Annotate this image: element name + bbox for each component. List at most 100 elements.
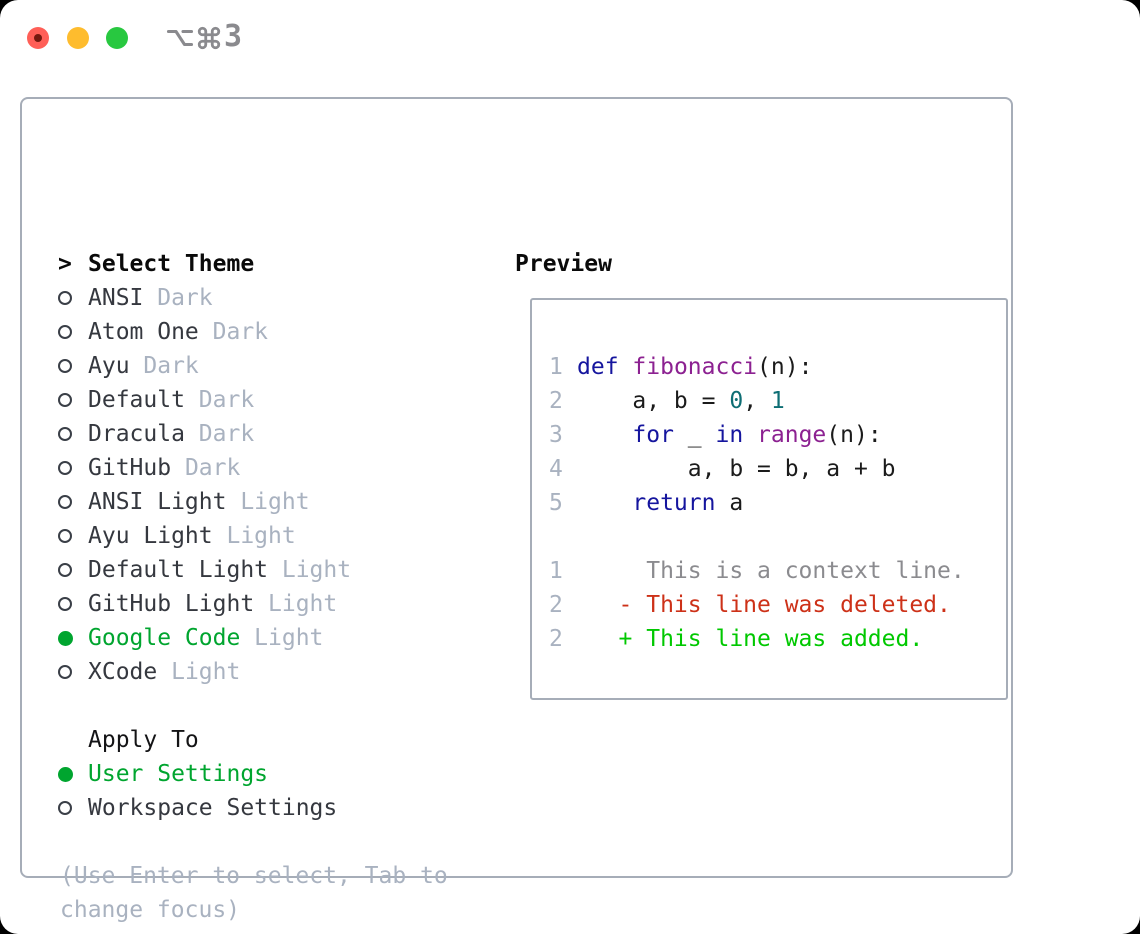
radio-icon <box>58 495 72 509</box>
line-number: 1 <box>549 354 563 380</box>
code-line: 1 This is a context line. <box>549 554 1000 588</box>
line-content: def fibonacci(n): <box>577 354 813 380</box>
theme-variant-label: Light <box>254 625 324 651</box>
theme-label: XCode <box>88 659 158 685</box>
line-content: a, b = 0, 1 <box>577 388 785 414</box>
code-line: 4 a, b = b, a + b <box>549 452 1000 486</box>
theme-label: Google Code <box>88 625 241 651</box>
theme-variant-label: Dark <box>212 319 269 345</box>
theme-option[interactable]: Google Code Light <box>58 621 488 655</box>
theme-label: GitHub Light <box>88 591 255 617</box>
hint-row: change focus) <box>58 893 488 927</box>
keyboard-shortcut: 3 <box>166 19 243 54</box>
theme-list-title: Select Theme <box>88 251 255 277</box>
code-line: 5 return a <box>549 486 1000 520</box>
code-line: 2 a, b = 0, 1 <box>549 384 1000 418</box>
theme-label: Default Light <box>88 557 269 583</box>
hint-row: (Use Enter to select, Tab to <box>58 859 488 893</box>
theme-variant-label: Light <box>226 523 296 549</box>
radio-icon <box>58 291 72 305</box>
theme-option[interactable]: XCode Light <box>58 655 488 689</box>
line-content: for _ in range(n): <box>632 422 882 448</box>
theme-label: Atom One <box>88 319 199 345</box>
radio-icon <box>58 393 72 407</box>
theme-variant-label: Light <box>281 557 352 583</box>
theme-list-header: > Select Theme <box>58 247 488 281</box>
radio-icon <box>58 665 72 679</box>
minimize-button[interactable] <box>66 27 89 49</box>
line-content: This is a context line. <box>577 558 965 584</box>
spacer <box>58 825 488 859</box>
preview-title: Preview <box>515 251 612 277</box>
apply-to-option[interactable]: Workspace Settings <box>58 791 488 825</box>
unsaved-changes-dot <box>34 34 42 42</box>
theme-variant-label: Dark <box>143 353 199 379</box>
theme-option[interactable]: Dracula Dark <box>58 417 488 451</box>
theme-label: GitHub <box>88 455 172 481</box>
theme-label: Ayu <box>88 353 130 379</box>
radio-icon <box>58 597 72 611</box>
theme-label: Dracula <box>88 421 185 447</box>
theme-label: ANSI Light <box>88 489 227 515</box>
line-content: - This line was deleted. <box>577 592 951 618</box>
selected-radio-icon <box>58 766 73 782</box>
cursor-marker: > <box>58 251 72 277</box>
radio-icon <box>58 427 72 441</box>
shortcut-number: 3 <box>224 19 243 54</box>
theme-option[interactable]: Ayu Dark <box>58 349 488 383</box>
line-number: 2 <box>549 388 563 414</box>
theme-variant-label: Dark <box>198 387 255 413</box>
zoom-button[interactable] <box>106 27 128 49</box>
line-number: 3 <box>549 422 563 448</box>
code-line <box>549 520 1000 554</box>
spacer <box>58 689 488 723</box>
command-key-icon <box>197 26 221 50</box>
option-key-icon <box>166 29 194 47</box>
theme-label: Ayu Light <box>88 523 213 549</box>
selected-radio-icon <box>58 630 73 646</box>
radio-icon <box>58 461 72 475</box>
theme-option[interactable]: Ayu Light Light <box>58 519 488 553</box>
code-line: 2 - This line was deleted. <box>549 588 1000 622</box>
apply-to-header: Apply To <box>58 723 488 757</box>
apply-to-label: User Settings <box>88 761 269 787</box>
line-number: 2 <box>549 626 563 652</box>
hint-text: (Use Enter to select, Tab to <box>60 863 448 889</box>
theme-variant-label: Light <box>240 489 310 515</box>
radio-icon <box>58 359 72 373</box>
radio-icon <box>58 801 72 815</box>
radio-icon <box>58 563 72 577</box>
code-line: 2 + This line was added. <box>549 622 1000 656</box>
theme-option[interactable]: GitHub Light Light <box>58 587 488 621</box>
theme-option[interactable]: Atom One Dark <box>58 315 488 349</box>
theme-option[interactable]: GitHub Dark <box>58 451 488 485</box>
theme-option[interactable]: Default Light Light <box>58 553 488 587</box>
radio-icon <box>58 529 72 543</box>
line-content: a, b = b, a + b <box>577 456 896 482</box>
theme-variant-label: Dark <box>198 421 255 447</box>
hint-text: change focus) <box>60 897 241 923</box>
traffic-lights <box>27 27 128 49</box>
close-button[interactable] <box>27 27 49 49</box>
radio-icon <box>58 325 72 339</box>
theme-option[interactable]: ANSI Light Light <box>58 485 488 519</box>
line-number: 4 <box>549 456 563 482</box>
apply-to-option[interactable]: User Settings <box>58 757 488 791</box>
apply-to-label: Workspace Settings <box>88 795 338 821</box>
line-number: 1 <box>549 558 563 584</box>
theme-variant-label: Light <box>171 659 241 685</box>
apply-to-title: Apply To <box>88 727 199 753</box>
line-number: 2 <box>549 592 563 618</box>
code-line: 3 for _ in range(n): <box>549 418 1000 452</box>
line-number: 5 <box>549 490 563 516</box>
theme-variant-label: Dark <box>184 455 241 481</box>
theme-variant-label: Light <box>268 591 338 617</box>
theme-label: ANSI <box>88 285 144 311</box>
